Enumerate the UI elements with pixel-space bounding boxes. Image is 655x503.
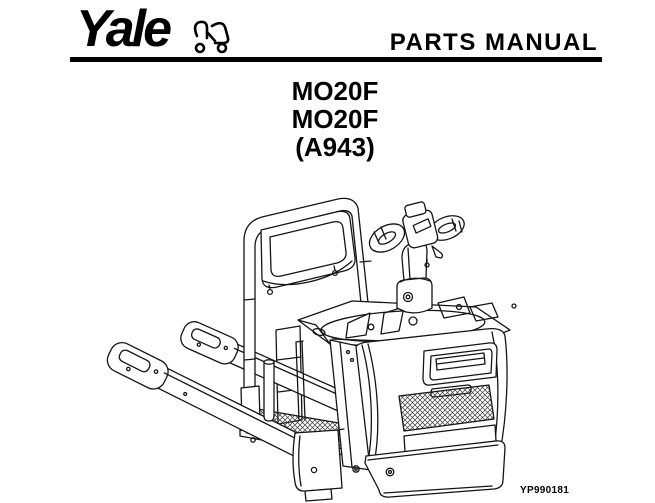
- ventilation-grille: [398, 384, 495, 432]
- model-code: (A943): [295, 132, 375, 162]
- model-designation: MO20F MO20F (A943): [15, 77, 655, 161]
- page-title: PARTS MANUAL: [389, 29, 598, 56]
- yale-logo: Yale: [76, 0, 172, 58]
- body-cover: [329, 328, 508, 473]
- backrest-frame: [240, 197, 372, 443]
- control-head: [402, 201, 439, 249]
- support-post: [263, 340, 306, 422]
- base-bumper: [364, 440, 506, 498]
- model-line-1: MO20F: [291, 76, 379, 106]
- figure-code: YP990181: [520, 485, 570, 496]
- header-rule: [70, 57, 602, 62]
- tiller-handle: [368, 201, 465, 314]
- tiller-pivot: [396, 277, 433, 314]
- model-line-2: MO20F: [291, 104, 379, 134]
- forklift-icon: [193, 20, 230, 54]
- backrest-pad: [260, 210, 356, 296]
- front-apron: [292, 429, 343, 502]
